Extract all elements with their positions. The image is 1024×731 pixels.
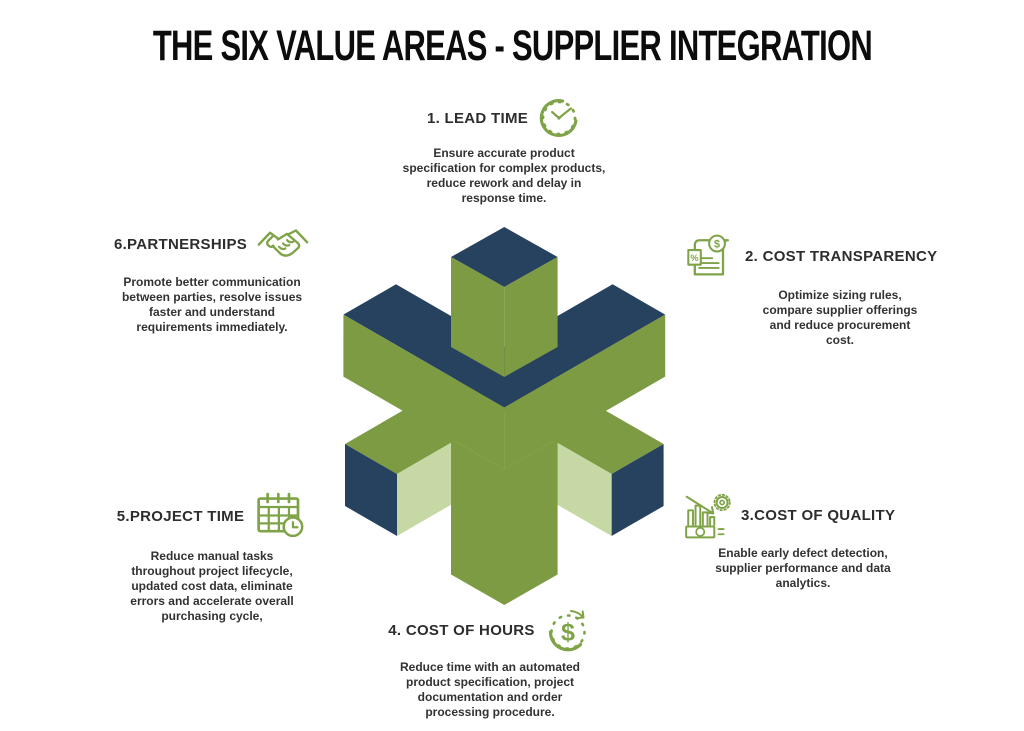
upper-arms-top-chevron (343, 284, 666, 408)
page-title: THE SIX VALUE AREAS - SUPPLIER INTEGRATI… (152, 22, 872, 70)
up-arm-left-face (451, 257, 505, 377)
section-title: 3.COST OF QUALITY (741, 506, 896, 524)
clock-icon (537, 96, 581, 140)
section-description: Promote better communication between par… (121, 275, 303, 335)
section-heading-row: 1. LEAD TIME (374, 96, 634, 140)
receipt-icon: % $ (684, 230, 736, 282)
section-title: 5.PROJECT TIME (116, 507, 245, 525)
section-cost-transparency: % $ 2. COST TRANSPARENCY Optimize sizing… (684, 230, 940, 348)
section-heading-row: 4. COST OF HOURS $ (370, 606, 610, 654)
svg-text:%: % (690, 253, 698, 263)
section-description: Reduce time with an automated product sp… (399, 660, 581, 720)
section-heading-row: 6.PARTNERSHIPS (96, 219, 328, 269)
section-lead-time: 1. LEAD TIME Ensure accurate product spe… (374, 96, 634, 206)
calendar-clock-icon (253, 489, 307, 543)
lower-right-arm-inner-face (490, 404, 612, 536)
section-description: Optimize sizing rules, compare supplier … (762, 288, 918, 348)
section-description: Enable early defect detection, supplier … (715, 546, 891, 591)
section-heading-row: 5.PROJECT TIME (100, 489, 324, 543)
lower-left-arm-top-face (345, 374, 518, 474)
section-heading-row: 3.COST OF QUALITY (682, 490, 924, 540)
section-partnerships: 6.PARTNERSHIPS Promote better communicat… (96, 219, 328, 335)
down-arm-front-faces (451, 438, 558, 605)
svg-text:$: $ (561, 619, 575, 647)
section-title: 6.PARTNERSHIPS (113, 235, 248, 253)
section-cost-of-quality: 3.COST OF QUALITY Enable early defect de… (682, 490, 924, 591)
svg-text:$: $ (714, 239, 720, 251)
up-arm-right-face (504, 257, 558, 377)
section-project-time: 5.PROJECT TIME Reduce manual tasks throu… (100, 489, 324, 625)
lower-right-arm-top-face (490, 374, 664, 474)
lower-left-arm-inner-face (397, 404, 518, 536)
dollar-clock-icon: $ (544, 606, 592, 654)
upper-left-arm-front-face (343, 314, 505, 470)
section-description: Reduce manual tasks throughout project l… (130, 549, 294, 624)
section-title: 1. LEAD TIME (426, 109, 529, 127)
up-arm-top-cap (451, 227, 558, 287)
lower-left-arm-end-cap (345, 444, 397, 536)
handshake-icon (256, 219, 310, 269)
declining-cost-icon (682, 490, 732, 540)
section-title: 2. COST TRANSPARENCY (745, 247, 938, 265)
section-cost-of-hours: 4. COST OF HOURS $ Reduce time with an a… (370, 606, 610, 720)
upper-right-arm-front-face (504, 314, 666, 470)
lower-right-arm-end-cap (611, 444, 664, 536)
section-description: Ensure accurate product specification fo… (402, 146, 606, 206)
section-title: 4. COST OF HOURS (388, 621, 535, 639)
section-heading-row: % $ 2. COST TRANSPARENCY (684, 230, 940, 282)
